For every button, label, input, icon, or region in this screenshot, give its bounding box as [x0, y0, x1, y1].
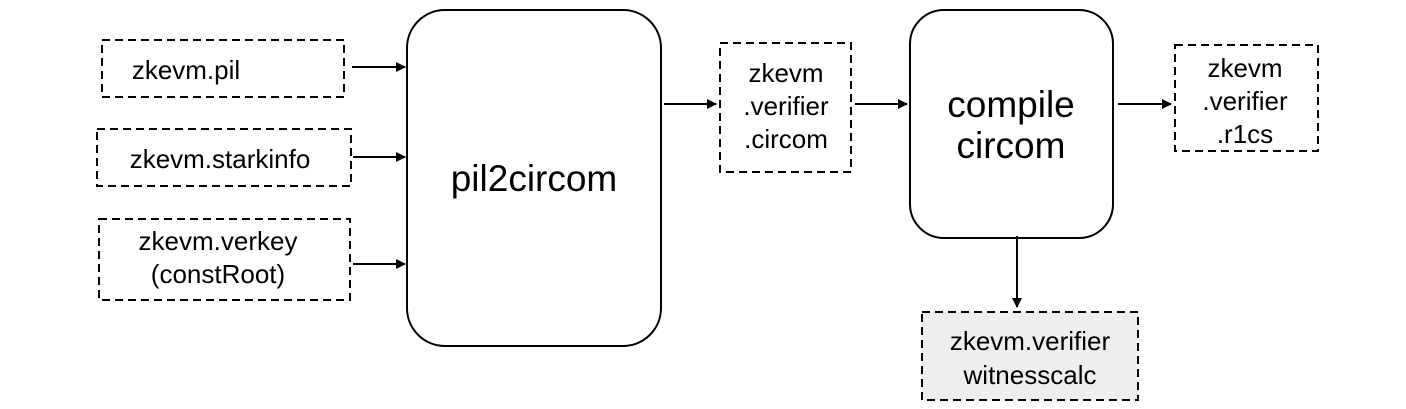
- output-label-r1cs-3: .r1cs: [1217, 119, 1273, 149]
- input-label-starkinfo: zkevm.starkinfo: [130, 144, 311, 174]
- input-label-verkey: zkevm.verkey: [139, 226, 298, 256]
- process-node-compile: compile circom: [909, 9, 1114, 239]
- output-label-circom-2: .verifier: [743, 91, 829, 121]
- output-label-r1cs-2: .verifier: [1202, 86, 1288, 116]
- output-node-r1cs: zkevm .verifier .r1cs: [1174, 44, 1319, 152]
- input-label-pil: zkevm.pil: [132, 55, 240, 85]
- output-label-witness-2: witnesscalc: [963, 360, 1097, 390]
- process-label-circom: circom: [957, 125, 1066, 166]
- process-label-compile: compile: [947, 84, 1075, 125]
- output-label-circom-3: .circom: [744, 124, 828, 154]
- process-label-pil2circom: pil2circom: [451, 158, 618, 199]
- input-node-verkey: zkevm.verkey (constRoot): [98, 218, 351, 301]
- process-node-pil2circom: pil2circom: [406, 9, 662, 347]
- input-node-starkinfo: zkevm.starkinfo: [96, 128, 352, 187]
- output-label-circom-1: zkevm: [748, 58, 823, 88]
- output-node-circom: zkevm .verifier .circom: [719, 42, 852, 173]
- output-label-r1cs-1: zkevm: [1207, 53, 1282, 83]
- output-label-witness-1: zkevm.verifier: [950, 326, 1111, 356]
- output-node-witnesscalc: zkevm.verifier witnesscalc: [921, 311, 1139, 401]
- input-node-pil: zkevm.pil: [101, 39, 345, 98]
- input-label-constroot: (constRoot): [151, 259, 285, 289]
